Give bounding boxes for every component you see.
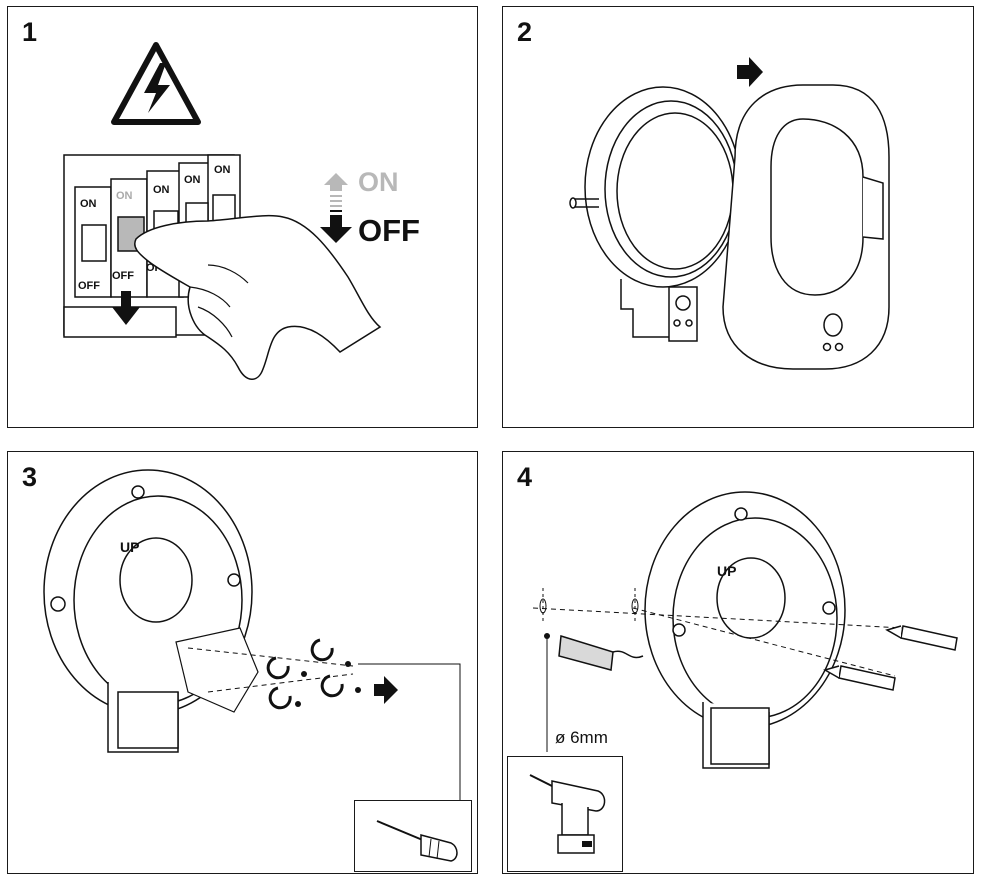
step-number: 4	[517, 462, 533, 492]
panel-step-2: 2	[502, 6, 974, 428]
on-up-arrow-icon	[324, 173, 348, 207]
panel-step-1: 1 ON ON ON ON ON OFF O	[7, 6, 478, 428]
base-mount-open	[43, 469, 253, 753]
on-label: ON	[358, 167, 399, 197]
drill-inset	[507, 756, 623, 872]
up-label: UP	[120, 539, 139, 555]
breaker-illustration: ON ON ON ON ON OFF OFF OFF	[63, 42, 382, 380]
step-number: 1	[22, 17, 38, 47]
wall-plug-icon	[823, 625, 958, 691]
step-number: 3	[22, 462, 38, 492]
pull-right-arrow-icon	[374, 676, 398, 704]
screwdriver-inset	[354, 800, 472, 872]
cover-housing	[722, 84, 890, 370]
drill-diameter-label: ø 6mm	[555, 728, 608, 747]
screw-removal-illustration: UP	[43, 469, 461, 800]
switch-off-label-1: OFF	[78, 280, 100, 292]
switch-down-arrow-icon	[112, 291, 140, 325]
base-mount-wall	[644, 491, 846, 769]
pull-right-arrow-icon	[737, 57, 763, 87]
panel-step-3: 3 UP	[7, 451, 478, 874]
off-label: OFF	[358, 213, 420, 248]
switch-on-label-3: ON	[153, 184, 170, 196]
base-mount	[569, 86, 742, 342]
off-down-arrow-icon	[320, 210, 352, 243]
junction-plate	[175, 627, 259, 713]
high-voltage-warning-icon	[111, 42, 201, 125]
cover-removal-illustration	[569, 57, 890, 370]
step-number: 2	[517, 17, 533, 47]
wall-mount-illustration: UP	[532, 491, 958, 769]
switch-on-label-5: ON	[214, 164, 231, 176]
power-drill-icon	[529, 774, 606, 854]
switch-off-label-2: OFF	[112, 270, 134, 282]
up-label: UP	[717, 563, 736, 579]
screw-icon	[295, 661, 361, 707]
hand-outline	[134, 214, 382, 380]
rotate-counterclockwise-icon	[266, 638, 344, 710]
screwdriver-icon	[376, 820, 458, 862]
switch-on-label-1: ON	[80, 198, 97, 210]
cable	[558, 635, 644, 671]
switch-on-label-4: ON	[184, 174, 201, 186]
switch-on-label-2: ON	[116, 190, 133, 202]
panel-step-4: 4 UP ø	[502, 451, 974, 874]
